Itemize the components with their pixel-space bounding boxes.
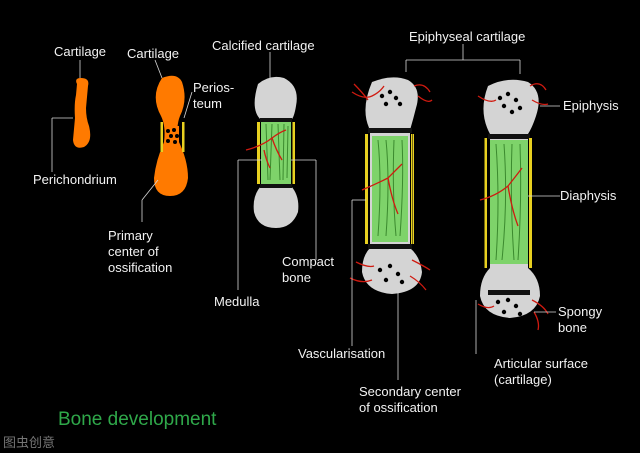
stage-3-calcified <box>245 76 299 228</box>
periosteum-collar <box>160 122 163 152</box>
stage-2-primary-center <box>154 75 188 196</box>
stage-4-secondary-centers <box>349 77 433 294</box>
leader-lines <box>51 44 560 380</box>
label-articular-surface: Articular surface (cartilage) <box>494 356 588 387</box>
label-spongy-bone: Spongy bone <box>558 304 603 335</box>
label-cartilage-2: Cartilage <box>127 46 180 61</box>
label-periosteum: Perios- teum <box>193 80 235 111</box>
watermark: 图虫创意 <box>3 436 56 451</box>
diagram-title: Bone development <box>58 409 217 430</box>
label-compact-bone: Compact bone <box>282 254 335 285</box>
label-diaphysis: Diaphysis <box>560 188 617 203</box>
label-epiphysis: Epiphysis <box>563 98 619 113</box>
label-secondary-center: Secondary center of ossification <box>359 384 461 415</box>
stage-5-mature-bone <box>477 79 549 331</box>
label-calcified-cartilage: Calcified cartilage <box>212 38 315 53</box>
stage-1-cartilage-model <box>73 78 91 148</box>
label-primary-center: Primary center of ossification <box>108 228 173 275</box>
label-epiphyseal-cartilage: Epiphyseal cartilage <box>409 29 526 44</box>
label-medulla: Medulla <box>214 294 260 309</box>
label-perichondrium: Perichondrium <box>33 172 117 187</box>
label-cartilage-1: Cartilage <box>54 44 107 59</box>
label-vascularisation: Vascularisation <box>298 346 386 361</box>
